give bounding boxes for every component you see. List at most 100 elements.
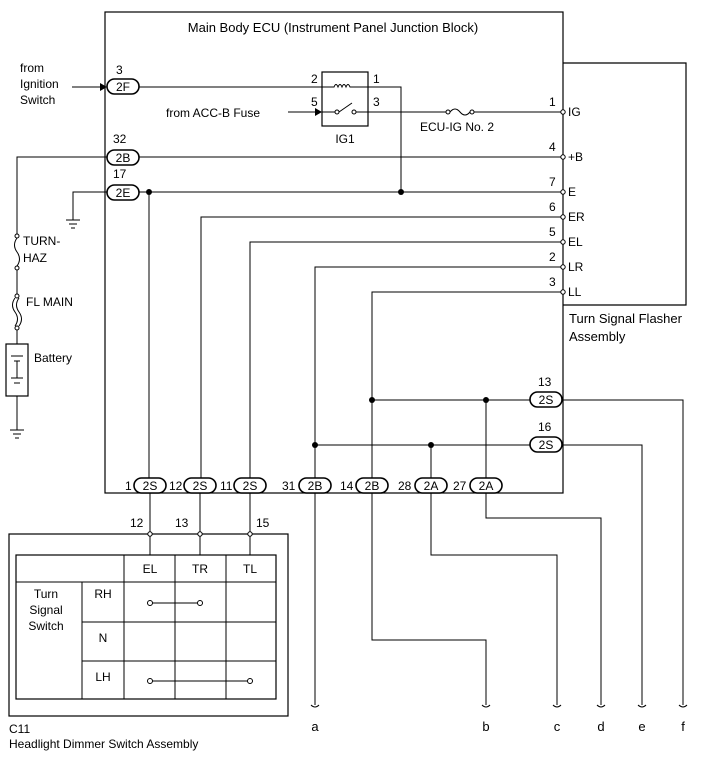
svg-text:17: 17 — [113, 167, 127, 181]
svg-text:28: 28 — [398, 479, 412, 493]
flasher-terminal-ll: 3 LL — [549, 275, 582, 299]
svg-text:2S: 2S — [539, 393, 554, 407]
fuse-fl-main — [12, 297, 18, 327]
svg-text:LR: LR — [568, 260, 584, 274]
wire-el — [249, 241, 561, 478]
bottom-connector-1-2s: 1 2S — [125, 477, 167, 494]
svg-text:12: 12 — [169, 479, 183, 493]
flasher-terminal-ig: 1 IG — [549, 95, 581, 119]
svg-text:1: 1 — [125, 479, 132, 493]
switch-label-3: Switch — [28, 619, 63, 633]
from-ignition-3: Switch — [20, 93, 55, 107]
svg-text:11: 11 — [220, 479, 233, 493]
switch-row-lh: LH — [95, 670, 110, 684]
svg-text:2E: 2E — [116, 186, 131, 200]
svg-text:2F: 2F — [116, 80, 130, 94]
from-ignition-1: from — [20, 61, 44, 75]
relay-pin-2: 2 — [311, 72, 318, 86]
wire-er — [200, 216, 561, 478]
relay-pin-5: 5 — [311, 95, 318, 109]
fuse-turn-haz — [14, 237, 20, 267]
switch-table — [15, 554, 277, 700]
relay-name: IG1 — [335, 132, 355, 146]
fuse-label: ECU-IG No. 2 — [420, 120, 494, 134]
switch-col-el: EL — [143, 562, 158, 576]
svg-text:IG: IG — [568, 105, 581, 119]
wire-c — [430, 493, 558, 705]
switch-code: C11 — [9, 722, 30, 736]
relay-coil — [322, 84, 368, 89]
switch-label-1: Turn — [34, 587, 58, 601]
switch-col-tl: TL — [243, 562, 257, 576]
svg-text:13: 13 — [538, 375, 552, 389]
from-acc-label: from ACC-B Fuse — [166, 106, 260, 120]
svg-text:2S: 2S — [243, 479, 258, 493]
wire-f — [562, 399, 684, 705]
svg-text:3: 3 — [116, 63, 123, 77]
wire-b — [371, 493, 487, 705]
svg-text:2: 2 — [549, 250, 556, 264]
svg-text:+B: +B — [568, 150, 583, 164]
switch-name: Headlight Dimmer Switch Assembly — [9, 737, 198, 751]
svg-text:7: 7 — [549, 175, 556, 189]
wire-lr — [314, 266, 561, 478]
left-connector-2f: 3 2F — [106, 63, 140, 95]
ecu-title: Main Body ECU (Instrument Panel Junction… — [188, 20, 478, 35]
switch-pin-15: 15 — [256, 516, 270, 530]
relay-pin-1: 1 — [373, 72, 380, 86]
wire-d — [485, 493, 602, 705]
flasher-label-1: Turn Signal Flasher — [569, 311, 683, 326]
fuse1-label-2: HAZ — [23, 251, 47, 265]
flasher-terminal-el: 5 EL — [549, 225, 583, 249]
flasher-terminal-er: 6 ER — [549, 200, 585, 224]
svg-text:1: 1 — [549, 95, 556, 109]
flasher-terminal-lr: 2 LR — [549, 250, 584, 274]
svg-text:16: 16 — [538, 420, 552, 434]
acc-arrow-head — [315, 108, 322, 116]
svg-text:2A: 2A — [424, 479, 439, 493]
wire-2b-power — [16, 156, 107, 234]
bottom-connector-11-2s: 11 2S — [220, 477, 267, 494]
bottom-connector-28-2a: 28 2A — [398, 477, 448, 494]
ecu-box — [104, 11, 564, 494]
svg-text:ER: ER — [568, 210, 585, 224]
output-a: a — [311, 719, 319, 734]
svg-text:EL: EL — [568, 235, 583, 249]
bottom-connector-27-2a: 27 2A — [453, 477, 503, 494]
fuse1-label-1: TURN- — [23, 234, 60, 248]
svg-text:LL: LL — [568, 285, 582, 299]
fuse-ecu-ig — [449, 108, 471, 116]
switch-label-2: Signal — [29, 603, 62, 617]
flasher-box — [563, 62, 687, 306]
wire-e-out — [562, 444, 643, 705]
svg-text:6: 6 — [549, 200, 556, 214]
output-f: f — [681, 719, 685, 734]
ignition-arrow-head — [100, 83, 107, 91]
svg-text:E: E — [568, 185, 576, 199]
svg-text:2A: 2A — [479, 479, 494, 493]
right-connector-13: 13 2S — [529, 375, 563, 408]
svg-text:2S: 2S — [143, 479, 158, 493]
svg-text:2S: 2S — [539, 438, 554, 452]
continuity-lh — [147, 678, 253, 684]
wire-ll — [371, 291, 561, 478]
battery-label: Battery — [34, 351, 72, 365]
continuity-rh — [147, 600, 203, 606]
switch-row-n: N — [99, 631, 108, 645]
svg-text:4: 4 — [549, 140, 556, 154]
svg-text:2S: 2S — [193, 479, 208, 493]
relay-switch-arm — [338, 102, 353, 113]
svg-text:14: 14 — [340, 479, 354, 493]
switch-pin-12: 12 — [130, 516, 144, 530]
output-b: b — [482, 719, 489, 734]
flasher-label-2: Assembly — [569, 329, 626, 344]
svg-text:2B: 2B — [308, 479, 323, 493]
bottom-connector-12-2s: 12 2S — [169, 477, 217, 494]
svg-text:27: 27 — [453, 479, 467, 493]
switch-pin-13: 13 — [175, 516, 189, 530]
left-connector-2b: 32 2B — [106, 132, 140, 166]
bottom-connector-31-2b: 31 2B — [282, 477, 332, 494]
svg-text:2B: 2B — [116, 151, 131, 165]
output-e: e — [638, 719, 645, 734]
